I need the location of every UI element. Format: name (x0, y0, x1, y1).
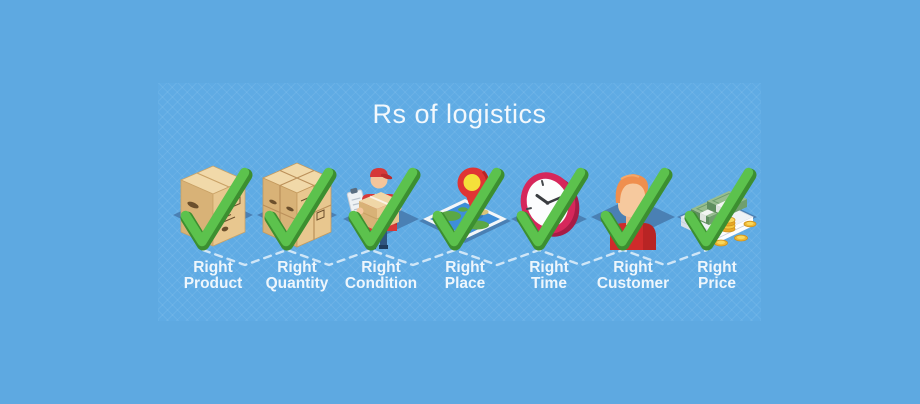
courier-icon (343, 153, 429, 253)
page-title: Rs of logistics (372, 99, 547, 129)
money-icon (677, 153, 757, 253)
map-pin-icon (419, 153, 511, 253)
clock-icon (511, 153, 597, 253)
box-icon (173, 165, 253, 253)
customer-icon (591, 153, 675, 253)
pattern-panel: Rs of logistics (158, 83, 761, 321)
stacked-boxes-icon (257, 162, 337, 253)
